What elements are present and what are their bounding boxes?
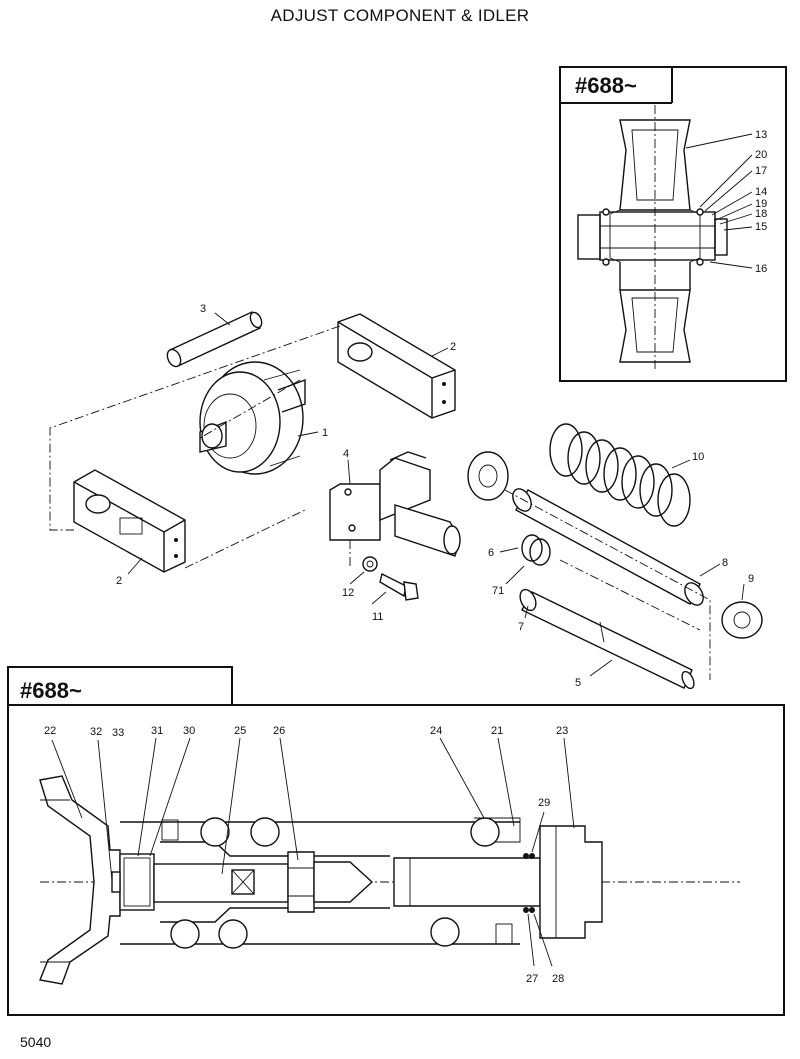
callout-2-lower: 2 (116, 575, 122, 587)
inset-top-idler-section: #688~ 13 20 17 14 19 18 15 16 (559, 66, 787, 382)
callout-22: 22 (44, 725, 56, 737)
callout-12: 12 (342, 587, 354, 599)
page-number: 5040 (20, 1034, 52, 1050)
callout-13: 13 (755, 129, 767, 141)
callout-19: 19 (755, 198, 767, 210)
callout-5: 5 (575, 677, 581, 689)
callout-16: 16 (755, 263, 767, 275)
callout-9: 9 (748, 573, 754, 585)
callout-1: 1 (322, 427, 328, 439)
callout-21: 21 (491, 725, 503, 737)
callout-28: 28 (552, 973, 564, 985)
callout-27: 27 (526, 973, 538, 985)
callout-26: 26 (273, 725, 285, 737)
part-2-upper-bracket (337, 313, 456, 419)
part-12-washer (362, 556, 378, 572)
callout-17: 17 (755, 165, 767, 177)
callout-10: 10 (692, 451, 704, 463)
callout-33: 33 (112, 727, 124, 739)
callout-25: 25 (234, 725, 246, 737)
part-3-pin (166, 311, 263, 368)
page-title: ADJUST COMPONENT & IDLER (270, 6, 530, 25)
callout-15: 15 (755, 221, 767, 233)
callout-7: 7 (518, 621, 524, 633)
callout-8: 8 (722, 557, 728, 569)
part-1-idler-wheel (199, 361, 306, 475)
callout-29: 29 (538, 797, 550, 809)
callout-23: 23 (556, 725, 568, 737)
callout-2-upper: 2 (450, 341, 456, 353)
callout-24: 24 (430, 725, 442, 737)
exploded-view: 1 2 2 3 4 5 6 7 71 8 9 10 11 12 (49, 303, 763, 690)
callout-4: 4 (343, 448, 349, 460)
part-11-bolt (379, 572, 419, 601)
part-2-lower-bracket (73, 469, 186, 573)
callout-20: 20 (755, 149, 767, 161)
callout-11: 11 (372, 611, 383, 623)
callout-30: 30 (183, 725, 195, 737)
inset-bottom-header: #688~ (20, 678, 82, 703)
part-10-spring (549, 423, 691, 527)
callout-71: 71 (492, 585, 504, 597)
part-8-rod (512, 488, 704, 606)
inset-bottom-adjuster-section: #688~ (7, 666, 785, 1016)
callout-18: 18 (755, 208, 767, 220)
callout-31: 31 (151, 725, 163, 737)
part-5-cylinder (519, 588, 695, 690)
part-4-adjuster-body (329, 451, 461, 557)
inset-top-header: #688~ (575, 73, 637, 98)
part-9-nut (721, 601, 763, 639)
callout-32: 32 (90, 726, 102, 738)
callout-14: 14 (755, 186, 767, 198)
callout-6: 6 (488, 547, 494, 559)
callout-3: 3 (200, 303, 206, 315)
